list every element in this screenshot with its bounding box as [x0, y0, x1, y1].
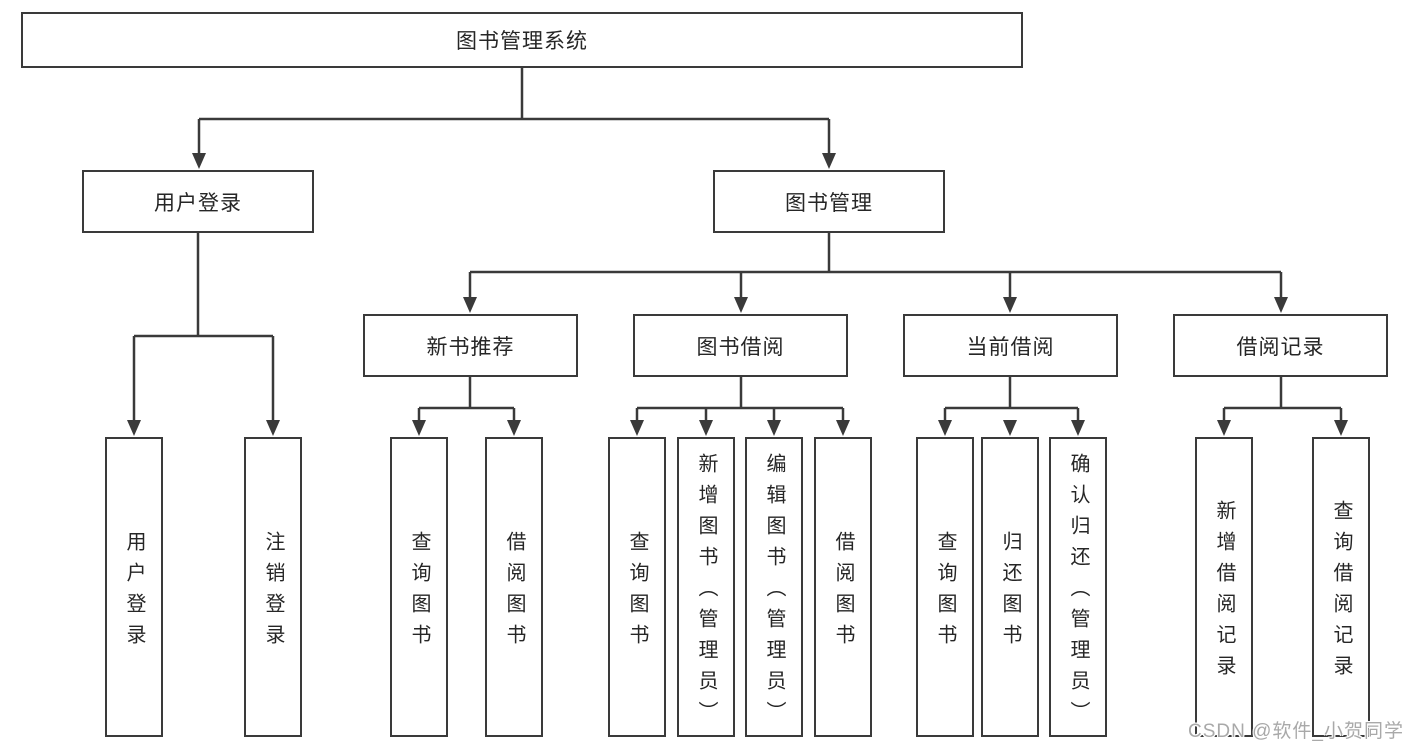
- node-label: 用户登录: [123, 530, 145, 655]
- node-borrowing-records: 借阅记录: [1173, 314, 1388, 377]
- node-leaf-bb-add-books-admin: 新增图书（管理员）: [677, 437, 735, 737]
- node-leaf-cb-confirm-return-admin: 确认归还（管理员）: [1049, 437, 1107, 737]
- node-root-library-system: 图书管理系统: [21, 12, 1023, 68]
- node-label: 编辑图书（管理员）: [763, 453, 785, 732]
- node-label: 用户登录: [154, 191, 242, 215]
- node-label: 查询图书: [408, 530, 430, 655]
- node-label: 新书推荐: [426, 335, 515, 359]
- node-label: 注销登录: [262, 530, 284, 655]
- node-label: 借阅图书: [832, 530, 854, 655]
- node-label: 图书借阅: [696, 335, 785, 359]
- node-leaf-user-login: 用户登录: [105, 437, 163, 737]
- node-label: 借阅图书: [503, 530, 525, 655]
- node-label: 图书管理: [785, 191, 873, 215]
- node-leaf-cb-return-books: 归还图书: [981, 437, 1039, 737]
- node-label: 新增图书（管理员）: [695, 453, 717, 732]
- node-leaf-nb-borrow-books: 借阅图书: [485, 437, 543, 737]
- node-label: 新增借阅记录: [1213, 499, 1235, 686]
- csdn-watermark: CSDN @软件_小贺同学: [1188, 721, 1404, 742]
- node-label: 查询借阅记录: [1330, 499, 1352, 686]
- node-leaf-br-query-record: 查询借阅记录: [1312, 437, 1370, 737]
- node-leaf-br-add-record: 新增借阅记录: [1195, 437, 1253, 737]
- node-label: 当前借阅: [966, 335, 1055, 359]
- node-book-management-branch: 图书管理: [713, 170, 945, 233]
- node-label: 归还图书: [999, 530, 1021, 655]
- node-leaf-cb-query-books: 查询图书: [916, 437, 974, 737]
- node-leaf-bb-query-books: 查询图书: [608, 437, 666, 737]
- arrowheads: [127, 153, 1348, 436]
- node-book-borrowing: 图书借阅: [633, 314, 848, 377]
- node-label: 借阅记录: [1236, 335, 1325, 359]
- node-label: 确认归还（管理员）: [1067, 453, 1089, 732]
- node-leaf-nb-query-books: 查询图书: [390, 437, 448, 737]
- node-new-book-recommend: 新书推荐: [363, 314, 578, 377]
- node-label: 查询图书: [626, 530, 648, 655]
- node-leaf-logout: 注销登录: [244, 437, 302, 737]
- node-user-login-branch: 用户登录: [82, 170, 314, 233]
- node-leaf-bb-borrow-books: 借阅图书: [814, 437, 872, 737]
- node-current-borrowing: 当前借阅: [903, 314, 1118, 377]
- node-leaf-bb-edit-books-admin: 编辑图书（管理员）: [745, 437, 803, 737]
- node-label: 图书管理系统: [456, 30, 588, 53]
- node-label: 查询图书: [934, 530, 956, 655]
